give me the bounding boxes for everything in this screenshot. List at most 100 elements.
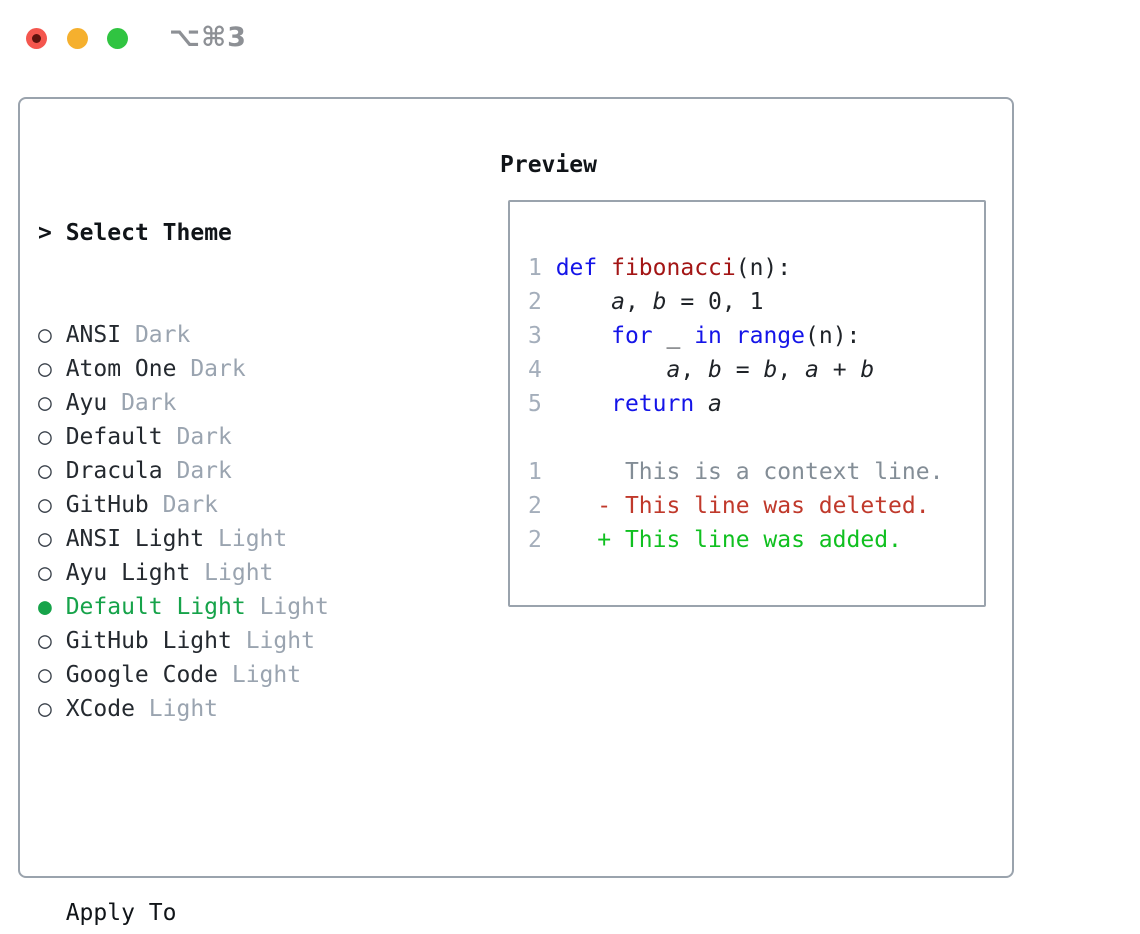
line-number: 1: [528, 255, 556, 281]
code-segment: (n):: [805, 323, 861, 349]
option-label: XCode: [65, 696, 149, 722]
variant-label: Light: [218, 526, 288, 552]
code-segment: for: [611, 323, 653, 349]
theme-item-xcode[interactable]: ○ XCode Light: [38, 692, 426, 726]
theme-item-ayu-light[interactable]: ○Ayu Light Light: [38, 556, 426, 590]
option-label: Default Light: [65, 594, 260, 620]
code-segment: = 0, 1: [666, 289, 764, 315]
theme-item-default-light[interactable]: ● Default Light Light: [38, 590, 426, 624]
code-segment: [556, 289, 611, 315]
theme-item-ansi-light[interactable]: ○ANSI Light Light: [38, 522, 426, 556]
code-segment: [556, 323, 611, 349]
code-segment: [722, 323, 736, 349]
line-number: 1: [528, 459, 542, 485]
code-segment: b: [860, 357, 875, 383]
radio-icon: ○: [38, 322, 52, 348]
line-number: 2: [528, 493, 542, 519]
option-label: Dracula: [65, 458, 177, 484]
code-segment: This is a context line.: [624, 459, 944, 485]
variant-label: Light: [231, 662, 302, 688]
radio-selected-icon: ●: [38, 594, 52, 620]
radio-icon: ○: [38, 696, 52, 722]
theme-list-header: > Select Theme: [38, 216, 426, 250]
code-line: 2 a, b = 0, 1: [528, 285, 984, 319]
code-segment: range: [735, 323, 805, 349]
code-segment: return: [611, 391, 695, 417]
line-number: 4: [528, 357, 556, 383]
variant-label: Dark: [190, 356, 246, 382]
theme-item-ansi[interactable]: ○ANSI Dark: [38, 318, 426, 352]
code-line: 1 This is a context line.: [528, 455, 984, 489]
code-segment: + This line was added.: [597, 527, 902, 553]
close-button[interactable]: [26, 28, 47, 49]
code-segment: b: [763, 357, 778, 383]
variant-label: Dark: [176, 458, 232, 484]
option-label: Ayu: [65, 390, 122, 416]
variant-label: Dark: [162, 492, 219, 518]
code-segment: a: [805, 357, 819, 383]
preview-title: Preview: [500, 152, 597, 178]
variant-label: Light: [245, 628, 315, 654]
zoom-button[interactable]: [107, 28, 128, 49]
code-segment: [542, 527, 597, 553]
minimize-button[interactable]: [67, 28, 88, 49]
code-segment: [542, 493, 597, 519]
spacer: [38, 794, 426, 828]
line-number: 5: [528, 391, 556, 417]
code-segment: in: [694, 323, 722, 349]
radio-icon: ○: [38, 492, 52, 518]
radio-icon: ○: [38, 560, 52, 586]
theme-item-google-code[interactable]: ○ Google Code Light: [38, 658, 426, 692]
theme-item-atom-one[interactable]: ○ Atom One Dark: [38, 352, 426, 386]
code-segment: a: [611, 289, 625, 315]
theme-item-default[interactable]: ○ Default Dark: [38, 420, 426, 454]
code-segment: ,: [624, 289, 653, 315]
code-segment: =: [721, 357, 764, 383]
theme-list-title: Select Theme: [65, 220, 232, 246]
code-line: 4 a, b = b, a + b: [528, 353, 984, 387]
code-segment: a: [708, 391, 722, 417]
code-segment: a: [666, 357, 681, 383]
code-segment: _: [652, 323, 695, 349]
variant-label: Light: [259, 594, 329, 620]
code-segment: ,: [680, 357, 709, 383]
theme-item-ayu[interactable]: ○Ayu Dark: [38, 386, 426, 420]
variant-label: Dark: [176, 424, 232, 450]
line-number: 2: [528, 289, 556, 315]
code-segment: +: [818, 357, 861, 383]
line-number: 3: [528, 323, 556, 349]
line-number: 2: [528, 527, 542, 553]
code-segment: ,: [777, 357, 806, 383]
code-segment: [542, 459, 625, 485]
theme-item-dracula[interactable]: ○Dracula Dark: [38, 454, 426, 488]
option-label: ANSI Light: [65, 526, 219, 552]
option-label: Atom One: [65, 356, 191, 382]
variant-label: Light: [148, 696, 219, 722]
code-segment: fibonacci: [611, 255, 736, 281]
theme-dialog-panel: > Select Theme ○ANSI Dark○Atom One Dark○…: [18, 97, 1014, 926]
window-title: ⌥⌘3: [169, 22, 247, 53]
theme-item-github[interactable]: ○ GitHub Dark: [38, 488, 426, 522]
option-label: Ayu Light: [65, 560, 205, 586]
theme-item-github-light[interactable]: ○GitHub Light Light: [38, 624, 426, 658]
theme-list: ○ANSI Dark○Atom One Dark○Ayu Dark○Defaul…: [38, 318, 426, 726]
code-segment: [556, 357, 667, 383]
radio-icon: ○: [38, 628, 52, 654]
radio-icon: ○: [38, 662, 52, 688]
code-line: 5 return a: [528, 387, 984, 421]
variant-label: Dark: [121, 390, 177, 416]
code-segment: b: [708, 357, 722, 383]
radio-icon: ○: [38, 356, 52, 382]
code-line: [528, 421, 984, 455]
option-label: Google Code: [65, 662, 232, 688]
option-label: ANSI: [65, 322, 135, 348]
radio-icon: ○: [38, 424, 52, 450]
option-label: Default: [65, 424, 177, 450]
code-line: 1 def fibonacci(n):: [528, 251, 984, 285]
option-label: GitHub: [65, 492, 163, 518]
code-segment: [694, 391, 708, 417]
code-segment: b: [652, 289, 667, 315]
